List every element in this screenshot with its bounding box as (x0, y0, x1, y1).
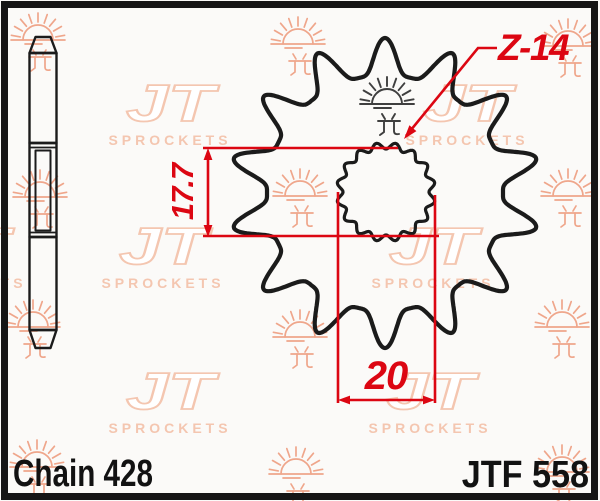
leader-arrowhead (404, 125, 417, 139)
watermark-subtext: SPROCKETS (101, 275, 224, 291)
jt-logo-watermark: JT SPROCKETS (101, 216, 224, 291)
sun-icon (9, 439, 65, 499)
watermark-logo-text: JT (126, 74, 220, 133)
watermark-layer: JT SPROCKETS JT SPROCKETS JT SPROCKETS J… (0, 12, 596, 501)
sun-icon (534, 299, 590, 359)
side-view-upper-hatch (28, 51, 58, 145)
kanji-icon (558, 205, 582, 228)
watermark-subtext: SPROCKETS (108, 132, 231, 148)
kanji-icon (552, 336, 576, 359)
kanji-icon (290, 205, 314, 228)
watermark-subtext: SPROCKETS (405, 132, 528, 148)
kanji-icon (558, 55, 582, 78)
sun-icon (540, 168, 596, 228)
watermark-logo-text: JT (119, 217, 213, 276)
watermark-subtext: SPROCKETS (368, 420, 491, 436)
watermark-subtext: SPROCKETS (371, 275, 494, 291)
kanji-icon (286, 483, 310, 501)
arrowhead-down (203, 225, 213, 237)
dim-label-17-7: 17.7 (165, 161, 200, 220)
kanji-icon (288, 53, 312, 76)
kanji-icon (290, 346, 314, 369)
watermark-logo-text: JT (386, 362, 480, 421)
tooth-count-label: Z-14 (497, 27, 569, 68)
side-view-bottom-cap (28, 328, 58, 350)
dim-label-20: 20 (364, 354, 408, 398)
sun-icon (268, 446, 324, 501)
jt-logo-watermark: JT SPROCKETS (371, 216, 494, 291)
arrowhead-up (203, 148, 213, 160)
sprocket-side-view (28, 35, 58, 350)
sun-icon (272, 309, 328, 369)
part-number-label: JTF 558 (462, 452, 589, 495)
sun-icon (359, 76, 415, 136)
chain-size-label: Chain 428 (13, 453, 153, 495)
sun-icon (5, 299, 61, 359)
jt-logo-watermark: JT SPROCKETS (0, 216, 27, 291)
kanji-icon (377, 113, 401, 136)
arrowhead-left (338, 395, 350, 405)
sprocket-front-outline (231, 35, 539, 351)
leader-line (404, 46, 497, 137)
sun-icon (272, 168, 328, 228)
jt-logo-watermark: JT SPROCKETS (405, 73, 528, 148)
jt-logo-watermark: JT SPROCKETS (368, 361, 491, 436)
dimension-annotations: 17.7 20 Z-14 (165, 27, 570, 405)
arrowhead-right (423, 395, 435, 405)
side-view-bore-rect (34, 149, 52, 232)
jt-logo-watermark: JT SPROCKETS (108, 361, 231, 436)
spline-bore-outline (335, 141, 437, 243)
sun-icon (12, 169, 68, 229)
sun-icon (270, 16, 326, 76)
watermark-subtext: SPROCKETS (108, 420, 231, 436)
watermark-subtext: SPROCKETS (0, 275, 27, 291)
jt-logo-watermark: JT SPROCKETS (108, 73, 231, 148)
watermark-logo-text: JT (126, 362, 220, 421)
watermark-logo-text: JT (0, 217, 15, 276)
